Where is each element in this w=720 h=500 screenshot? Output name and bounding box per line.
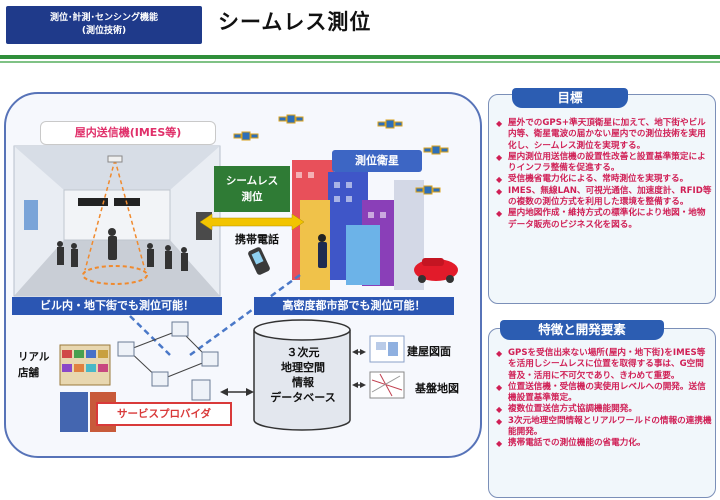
indoor-transmitter-label: 屋内送信機(IMES等) <box>40 121 216 145</box>
goal-item: 受信機省電力化による、常時測位を実現する。 <box>496 174 712 186</box>
goals-list: 屋外でのGPS+準天頂衛星に加えて、地下街やビル内等、衛星電波の届かない屋内での… <box>496 118 712 231</box>
goal-item: 屋外でのGPS+準天頂衛星に加えて、地下街やビル内等、衛星電波の届かない屋内での… <box>496 118 712 152</box>
server-network <box>117 321 219 401</box>
seamless-line-2: 測位 <box>241 191 263 203</box>
mobile-phone-label: 携帯電話 <box>235 233 279 246</box>
real-store-line-2: 店舗 <box>18 367 39 379</box>
building-drawing-label: 建屋図面 <box>407 345 451 358</box>
indoor-positioning-banner: ビル内・地下街でも測位可能！ <box>12 297 222 315</box>
satellite-icons <box>233 114 449 195</box>
geo-line-4: データベース <box>270 391 336 404</box>
seamless-positioning-label: シームレス 測位 <box>214 166 290 212</box>
features-list: GPSを受信出来ない場所(屋内・地下街)をIMES等を活用しシームレスに位置を取… <box>496 348 712 450</box>
indoor-station-illustration <box>13 145 221 297</box>
feature-item: 携帯電話での測位機能の省電力化。 <box>496 438 712 450</box>
header-divider <box>0 55 720 59</box>
goal-item: 屋内地図作成・維持方式の標準化により地図・地物データ販売のビジネス化を図る。 <box>496 208 712 231</box>
database-cylinder <box>253 319 351 431</box>
category-line-2: (測位技術) <box>81 26 127 36</box>
geospatial-database-label: ３次元 地理空間 情報 データベース <box>259 345 347 405</box>
real-store-label: リアル 店舗 <box>18 349 49 381</box>
geo-line-3: 情報 <box>292 376 314 389</box>
category-line-1: 測位･計測･センシング機能 <box>49 13 158 23</box>
feature-item: 複数位置送信方式協調機能開発。 <box>496 404 712 416</box>
base-map-label: 基盤地図 <box>415 382 459 395</box>
city-illustration <box>248 160 458 290</box>
goal-item: 屋内測位用送信機の設置性改善と設置基準策定によりインフラ整備を促進する。 <box>496 152 712 175</box>
feature-item: GPSを受信出来ない場所(屋内・地下街)をIMES等を活用しシームレスに位置を取… <box>496 348 712 382</box>
geo-line-2: 地理空間 <box>281 361 325 374</box>
goals-heading: 目標 <box>512 88 628 108</box>
building-drawing-image <box>369 335 405 363</box>
feature-item: 3次元地理空間情報とリアルワールドの情報の連携機能開発。 <box>496 416 712 439</box>
base-map-image <box>369 371 405 399</box>
goal-item: IMES、無線LAN、可視光通信、加速度計、RFID等の複数の測位方式を利用した… <box>496 186 712 209</box>
feature-item: 位置送信機・受信機の実使用レベルへの開発。送信機設置基準策定。 <box>496 382 712 405</box>
category-label-box: 測位･計測･センシング機能 (測位技術) <box>6 6 202 44</box>
geo-line-1: ３次元 <box>286 346 320 359</box>
features-heading: 特徴と開発要素 <box>500 320 664 340</box>
real-store-line-1: リアル <box>18 351 50 363</box>
header-divider-thin <box>0 61 720 63</box>
urban-positioning-banner: 高密度都市部でも測位可能！ <box>254 297 454 315</box>
page-title: シームレス測位 <box>218 10 372 34</box>
seamless-line-1: シームレス <box>225 175 279 187</box>
positioning-satellite-label: 測位衛星 <box>332 150 422 172</box>
store-illustration <box>59 344 116 432</box>
service-provider-label: サービスプロバイダ <box>96 402 232 426</box>
